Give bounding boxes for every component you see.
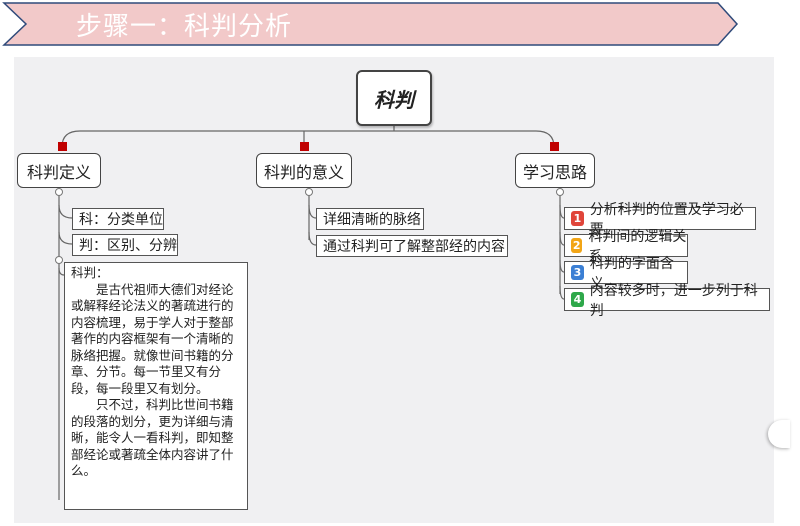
leaf-node[interactable]: 判：区别、分辨 [72,234,178,256]
branch-label: 学习思路 [522,162,587,182]
branch-node-study-approach[interactable]: 学习思路 [515,153,595,188]
leaf-label: 内容较多时，进一步列于科判 [589,282,758,319]
note-paragraph: 只不过，科判比世间书籍的段落的划分，更为详细与清晰，能令人一看科判，即知整部经论… [71,397,234,478]
leaf-node[interactable]: 2 科判间的逻辑关系 [564,229,688,265]
leaf-label: 判：区别、分辨 [79,238,177,254]
leaf-label: 科：分类单位 [79,212,163,228]
branch-label: 科判的意义 [263,162,344,182]
leaf-label: 科判间的逻辑关系 [588,228,687,265]
branch-marker-3 [550,142,559,151]
leaf-node[interactable]: 3 科判的字面含义 [564,256,688,292]
branch-marker-1 [58,142,67,151]
collapse-toggle[interactable] [55,188,63,196]
leaf-node[interactable]: 科：分类单位 [72,208,164,230]
note-title: 科判： [71,265,109,280]
collapse-toggle[interactable] [55,256,63,264]
priority-4-icon: 4 [571,292,584,307]
title-banner [2,2,739,46]
leaf-node[interactable]: 4 内容较多时，进一步列于科判 [564,283,770,319]
definition-note[interactable]: 科判： 是古代祖师大德们对经论或解释经论法义的著疏进行的内容梳理，易于学人对于整… [64,262,248,510]
note-paragraph: 是古代祖师大德们对经论或解释经论法义的著疏进行的内容梳理，易于学人对于整部著作的… [71,281,234,396]
banner-arrow-shape [2,2,739,46]
leaf-node[interactable]: 通过科判可了解整部经的内容 [316,235,508,257]
leaf-label: 分析科判的位置及学习必要 [589,201,744,238]
root-node[interactable]: 科判 [356,70,432,126]
collapse-toggle[interactable] [556,188,564,196]
banner-title: 步骤一：科判分析 [76,12,293,42]
priority-3-icon: 3 [571,265,584,280]
branch-node-definition[interactable]: 科判定义 [17,153,101,188]
leaf-label: 通过科判可了解整部经的内容 [323,239,505,255]
leaf-label: 科判的字面含义 [589,255,674,292]
priority-1-icon: 1 [571,211,584,226]
leaf-node[interactable]: 1 分析科判的位置及学习必要 [564,202,756,238]
branch-node-meaning[interactable]: 科判的意义 [256,153,352,188]
root-label: 科判 [374,87,414,112]
branch-label: 科判定义 [26,162,91,182]
leaf-label: 详细清晰的脉络 [323,212,421,228]
leaf-node[interactable]: 详细清晰的脉络 [316,208,424,230]
collapse-toggle[interactable] [305,188,313,196]
side-scroll-handle[interactable] [768,420,790,448]
priority-2-icon: 2 [571,238,583,253]
branch-marker-2 [300,142,309,151]
